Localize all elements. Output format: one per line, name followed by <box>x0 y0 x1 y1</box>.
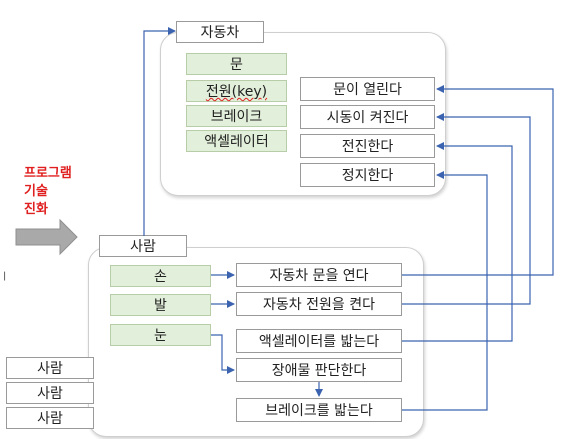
person-action-open-car-door: 자동차 문을 연다 <box>236 263 402 287</box>
car-title: 자동차 <box>176 21 264 43</box>
connector-eye-to-obstacle <box>211 334 235 374</box>
person-title: 사람 <box>99 235 187 257</box>
evolution-label-line-2: 기술 <box>24 184 48 199</box>
car-part-brake: 브레이크 <box>186 105 287 127</box>
connector-power-to-ignition <box>402 113 531 305</box>
car-part-door: 문 <box>186 53 287 75</box>
person-action-turn-on-power: 자동차 전원을 켠다 <box>236 292 402 316</box>
connector-open-door-to-door-opens <box>402 85 554 276</box>
connector-brake-to-stop <box>402 171 488 411</box>
person-part-hand: 손 <box>110 265 211 287</box>
stack-label-person-1: 사람 <box>6 357 94 379</box>
stack-label-person-3: 사람 <box>6 407 94 429</box>
connector-accelerator-to-forward <box>402 142 513 342</box>
car-part-power-key-label: 전원(key) <box>205 84 268 100</box>
evolution-label-line-1: 프로그램 <box>24 166 72 181</box>
left-edge-fragment: ㅣ <box>0 272 10 283</box>
stack-label-person-2: 사람 <box>6 382 94 404</box>
car-action-door-opens: 문이 열린다 <box>300 77 435 101</box>
person-action-detect-obstacle: 장애물 판단한다 <box>236 358 402 382</box>
car-action-moves-forward: 전진한다 <box>300 134 435 158</box>
car-action-ignition-on: 시동이 켜진다 <box>300 105 435 129</box>
person-part-foot: 발 <box>110 294 211 316</box>
evolution-big-arrow <box>15 218 78 256</box>
car-action-stops: 정지한다 <box>300 163 435 187</box>
person-action-press-brake: 브레이크를 밟는다 <box>236 398 402 422</box>
car-part-accelerator: 액셀레이터 <box>186 130 287 152</box>
evolution-label: 프로그램 기술 진화 <box>24 165 72 219</box>
person-part-eye: 눈 <box>110 324 211 346</box>
evolution-label-line-3: 진화 <box>24 202 48 217</box>
car-part-power-key: 전원(key) <box>186 80 287 102</box>
person-action-press-accelerator: 액셀레이터를 밟는다 <box>236 329 402 353</box>
connector-person-to-car <box>143 27 176 236</box>
